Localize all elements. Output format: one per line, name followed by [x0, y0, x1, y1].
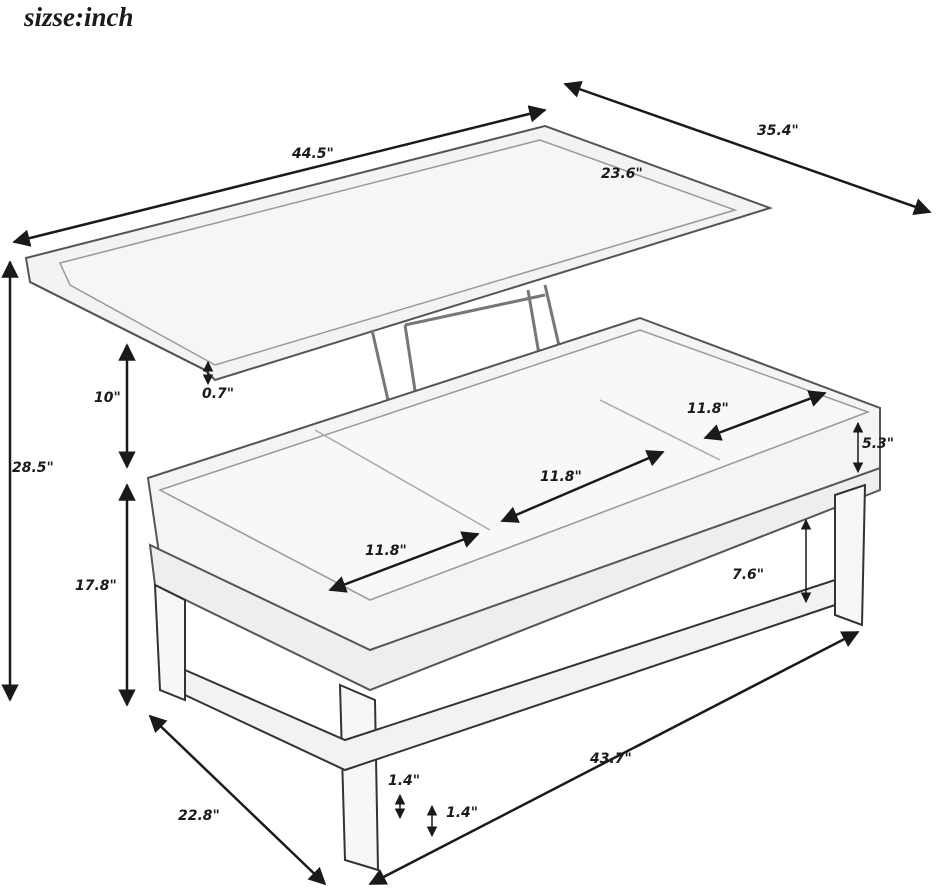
label-base-depth: 22.8": [178, 808, 220, 824]
label-base-length: 43.7": [590, 751, 632, 767]
dimension-lines: [1, 80, 932, 886]
label-table-height: 17.8": [75, 578, 117, 594]
label-lift-height: 10": [94, 390, 121, 406]
label-top-depth: 23.6": [601, 166, 643, 182]
label-overall-depth: 35.4": [757, 123, 799, 139]
label-top-length: 44.5": [292, 146, 334, 162]
label-shelf-height: 1.4": [446, 805, 479, 821]
table-body: [146, 316, 881, 692]
label-compartment-middle: 11.8": [540, 469, 582, 485]
label-shelf-clearance: 7.6": [732, 567, 765, 583]
label-shelf-thickness: 1.4": [388, 773, 421, 789]
label-compartment-left: 11.8": [365, 543, 407, 559]
label-total-height: 28.5": [12, 460, 54, 476]
diagram-title: sizse:inch: [24, 2, 134, 32]
label-compartment-right: 11.8": [687, 401, 729, 417]
label-compartment-depth: 5.3": [862, 436, 895, 452]
label-top-thickness: 0.7": [202, 386, 235, 402]
